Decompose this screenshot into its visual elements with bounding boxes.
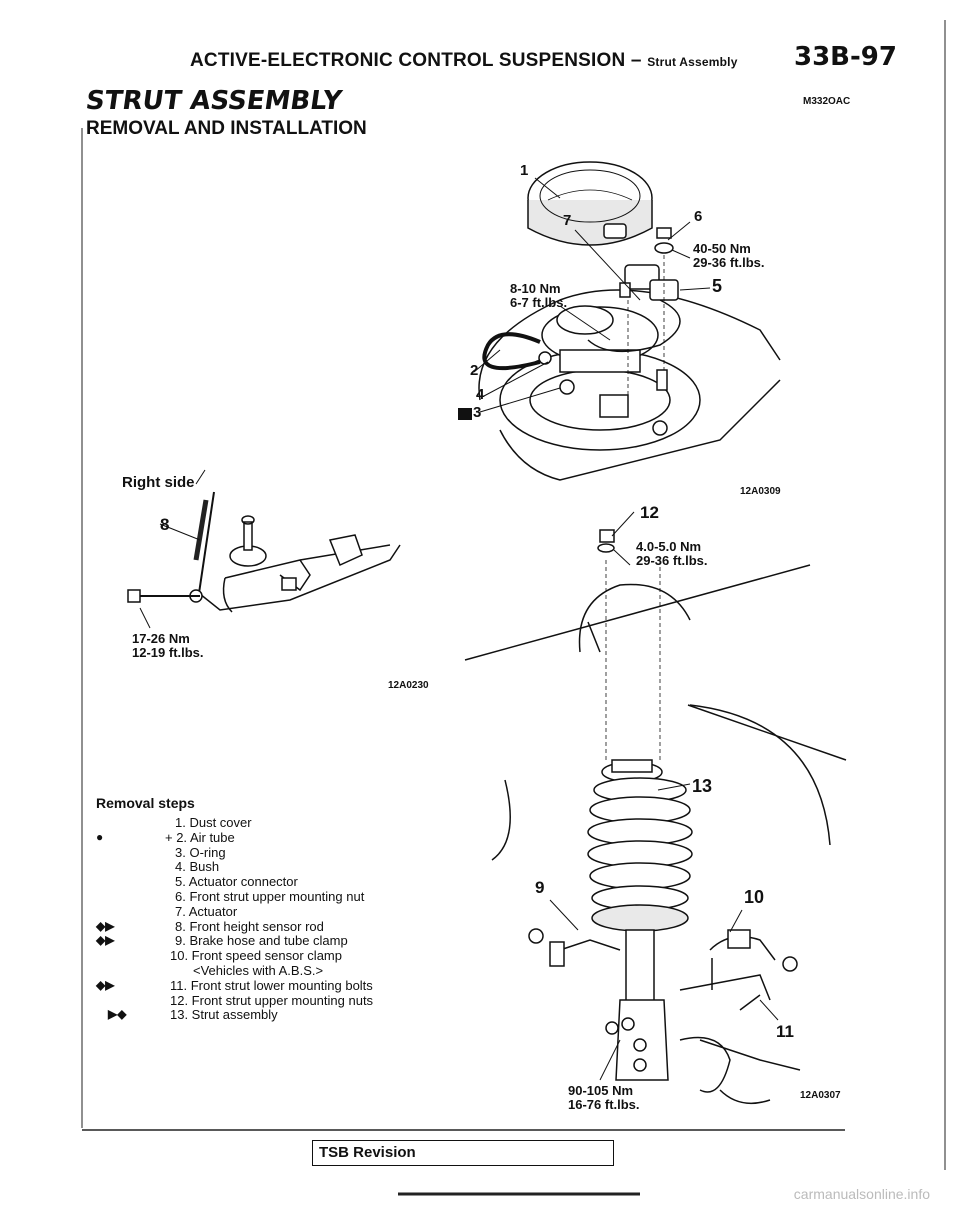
- page-number: 33B-97: [794, 42, 897, 72]
- step-item: 5. Actuator connector: [175, 874, 298, 890]
- step-item: 10. Front speed sensor clamp: [170, 948, 342, 964]
- callout-2: 2: [470, 362, 479, 379]
- step-mark: ●: [96, 829, 104, 844]
- figure-code-strut: 12A0307: [800, 1090, 841, 1101]
- subsection-title: Strut Assembly: [647, 55, 738, 69]
- step-item: 9. Brake hose and tube clamp: [175, 933, 348, 949]
- step-item: 4. Bush: [175, 859, 220, 875]
- step-item: 8. Front height sensor rod: [175, 918, 324, 934]
- callout-10: 10: [744, 887, 765, 907]
- callout-8: 8: [160, 515, 170, 534]
- removal-steps-title: Removal steps: [96, 795, 195, 811]
- step-item: 7. Actuator: [175, 903, 238, 919]
- torque-spec-actuator: 8-10 Nm 6-7 ft.lbs.: [510, 281, 568, 310]
- step-item: 1. Dust cover: [175, 815, 252, 830]
- callout-11: 11: [776, 1022, 794, 1041]
- step-item: 11. Front strut lower mounting bolts: [170, 977, 373, 993]
- step-item: <Vehicles with A.B.S.>: [193, 963, 324, 978]
- header-dash: –: [630, 50, 642, 71]
- section-header: ACTIVE-ELECTRONIC CONTROL SUSPENSION – S…: [190, 50, 738, 72]
- callout-3: 3: [473, 404, 482, 421]
- removal-steps: Removal steps: [96, 795, 195, 815]
- section-subtitle: REMOVAL AND INSTALLATION: [86, 118, 367, 139]
- watermark: carmanualsonline.info: [793, 1186, 930, 1202]
- step-mark: ◆▶: [96, 977, 115, 992]
- step-item: 3. O-ring: [175, 844, 226, 860]
- callout-12: 12: [640, 503, 659, 522]
- callout-13: 13: [692, 776, 713, 796]
- figure-code-right-side: 12A0230: [388, 680, 429, 691]
- section-title: ACTIVE-ELECTRONIC CONTROL SUSPENSION: [190, 50, 626, 71]
- step-item: 13. Strut assembly: [170, 1007, 278, 1023]
- step-item: + 2. Air tube: [165, 829, 235, 845]
- callout-9: 9: [535, 878, 545, 897]
- step-mark: ◆▶: [96, 933, 115, 948]
- torque-spec-upper-mount: 4.0-5.0 Nm 29-36 ft.lbs.: [636, 539, 708, 568]
- step-item: 6. Front strut upper mounting nut: [175, 889, 365, 904]
- callout-5: 5: [712, 276, 723, 296]
- callout-6: 6: [694, 208, 703, 225]
- callout-7: 7: [563, 212, 572, 229]
- callout-4: 4: [476, 386, 485, 403]
- torque-spec-sensor-rod: 17-26 Nm 12-19 ft.lbs.: [132, 631, 204, 660]
- step-mark: ▶◆: [108, 1007, 127, 1022]
- tsb-revision-label: TSB Revision: [319, 1144, 416, 1161]
- doc-code: M332OAC: [803, 96, 851, 107]
- step-item: 12. Front strut upper mounting nuts: [170, 992, 374, 1008]
- right-side-label: Right side: [122, 474, 195, 491]
- tsb-revision-box: TSB Revision: [312, 1140, 614, 1166]
- figure-code-top: 12A0309: [740, 486, 781, 497]
- callout-1: 1: [520, 162, 529, 179]
- step-mark: ◆▶: [96, 918, 115, 933]
- torque-spec-lower-mount: 90-105 Nm 16-76 ft.lbs.: [568, 1083, 640, 1112]
- torque-spec-upper-nut: 40-50 Nm 29-36 ft.lbs.: [693, 241, 765, 270]
